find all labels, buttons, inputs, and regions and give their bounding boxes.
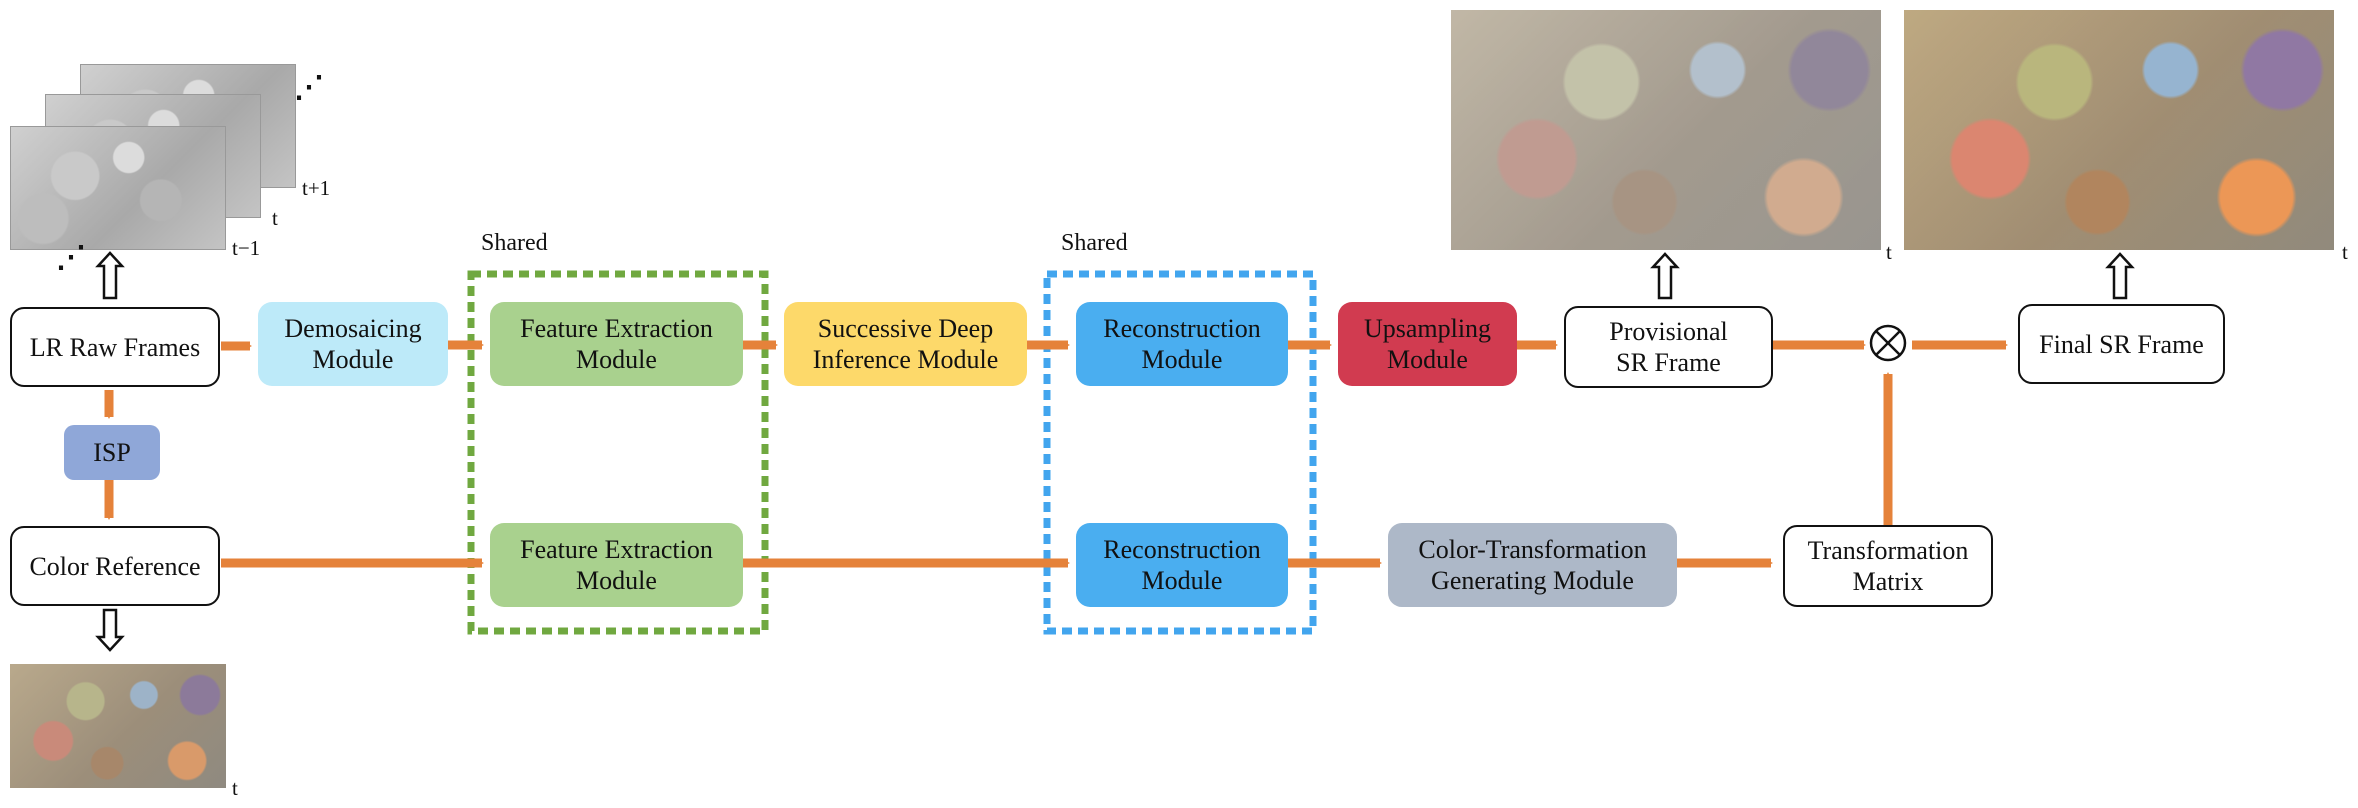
sdi-line-2: Inference Module: [812, 345, 999, 374]
ctg-line-2: Generating Module: [1431, 566, 1634, 595]
tmatrix-line-2: Matrix: [1852, 567, 1924, 596]
feature-extraction-module-top: Feature Extraction Module: [490, 302, 743, 386]
hollow-arrow-down-colorref: [95, 608, 125, 652]
fe-top-line-1: Feature Extraction: [520, 314, 713, 343]
raw-frame-t-minus-1: [10, 126, 226, 250]
upsampling-line-2: Module: [1387, 345, 1468, 374]
final-sr-frame-box: Final SR Frame: [2018, 304, 2225, 384]
feature-extraction-module-bottom: Feature Extraction Module: [490, 523, 743, 607]
multiply-circle-icon: [1869, 324, 1907, 362]
reconstruction-module-bottom: Reconstruction Module: [1076, 523, 1288, 607]
ellipsis-bottom: ⋰: [56, 241, 86, 274]
hollow-arrow-up-provisional: [1650, 252, 1680, 300]
final-sr-image: [1904, 10, 2334, 250]
rec-bot-line-1: Reconstruction: [1103, 535, 1261, 564]
provisional-sr-frame-box: Provisional SR Frame: [1564, 306, 1773, 388]
sdi-line-1: Successive Deep: [817, 314, 994, 343]
provisional-line-1: Provisional: [1609, 317, 1728, 346]
reconstruction-module-top: Reconstruction Module: [1076, 302, 1288, 386]
demosaicing-line-2: Module: [312, 345, 394, 374]
provisional-line-2: SR Frame: [1616, 348, 1721, 377]
hollow-arrow-up-raw: [95, 251, 125, 300]
hollow-arrow-up-final: [2105, 252, 2135, 300]
rec-bot-line-2: Module: [1141, 566, 1223, 595]
frame-label-t-minus-1: t−1: [232, 236, 261, 260]
rec-top-line-2: Module: [1141, 345, 1223, 374]
demosaicing-line-1: Demosaicing: [284, 314, 422, 343]
tmatrix-line-1: Transformation: [1807, 536, 1969, 565]
final-sr-frame-label: Final SR Frame: [2039, 329, 2204, 359]
rec-top-line-1: Reconstruction: [1103, 314, 1261, 343]
time-label-provisional: t: [1886, 240, 1892, 264]
fe-bot-line-2: Module: [576, 566, 657, 595]
fe-top-line-2: Module: [576, 345, 657, 374]
demosaicing-module: Demosaicing Module: [258, 302, 448, 386]
shared-group-feature-extraction: [467, 270, 769, 635]
shared-group-reconstruction: [1043, 270, 1317, 635]
color-reference-box: Color Reference: [10, 526, 220, 606]
shared-label-reconstruction: Shared: [1061, 230, 1128, 256]
transformation-matrix-box: Transformation Matrix: [1783, 525, 1993, 607]
ctg-line-1: Color-Transformation: [1418, 535, 1647, 564]
frame-label-t-plus-1: t+1: [302, 176, 331, 200]
frame-label-t: t: [272, 206, 278, 230]
color-transformation-generating-module: Color-Transformation Generating Module: [1388, 523, 1677, 607]
lr-raw-frames-label: LR Raw Frames: [29, 332, 201, 362]
time-label-colorref: t: [232, 776, 238, 800]
provisional-sr-image: [1451, 10, 1881, 250]
isp-box: ISP: [64, 425, 160, 480]
time-label-final: t: [2342, 240, 2348, 264]
isp-label: ISP: [93, 438, 131, 467]
ellipsis-top: ⋰: [294, 71, 324, 104]
lr-raw-frames-box: LR Raw Frames: [10, 307, 220, 387]
fe-bot-line-1: Feature Extraction: [520, 535, 713, 564]
color-reference-image: [10, 664, 226, 788]
successive-deep-inference-module: Successive Deep Inference Module: [784, 302, 1027, 386]
upsampling-line-1: Upsampling: [1363, 314, 1492, 343]
color-reference-label: Color Reference: [29, 551, 201, 581]
shared-label-feature: Shared: [481, 230, 548, 256]
upsampling-module: Upsampling Module: [1338, 302, 1517, 386]
